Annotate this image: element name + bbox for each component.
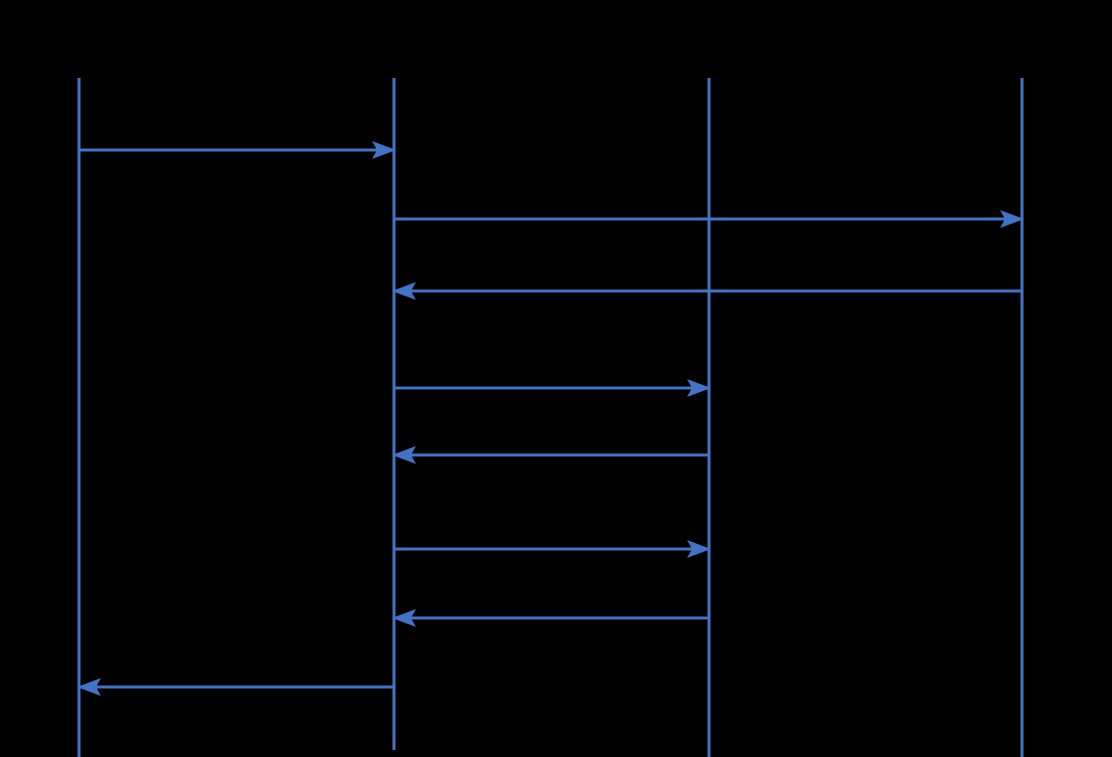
sequence-diagram (77, 78, 1024, 757)
sequence-diagram-canvas (77, 78, 1024, 757)
